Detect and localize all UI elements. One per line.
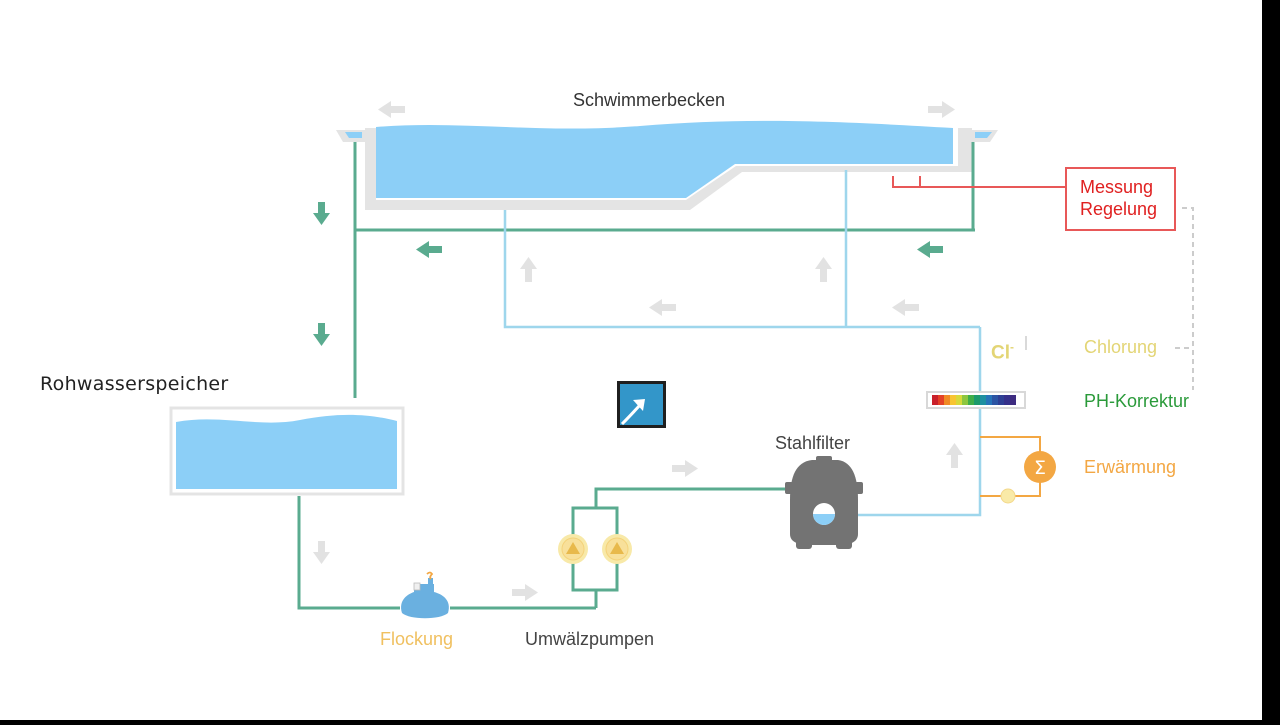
circulation-pump-left bbox=[558, 534, 588, 564]
flow-arrows-active bbox=[313, 202, 943, 346]
pool-water bbox=[376, 120, 953, 198]
heating-loop bbox=[980, 436, 1041, 497]
arrow-left-icon bbox=[378, 101, 405, 118]
arrow-down-icon bbox=[313, 323, 330, 346]
arrow-right-icon bbox=[512, 584, 538, 601]
pool-label: Schwimmerbecken bbox=[573, 90, 726, 110]
canvas-background bbox=[0, 0, 1262, 720]
arrow-right-icon bbox=[672, 460, 698, 477]
sigma-icon: Σ bbox=[1034, 457, 1046, 479]
measurement-lines bbox=[892, 167, 1176, 231]
dosing-control-line bbox=[1182, 207, 1194, 390]
flocculation-vessel bbox=[401, 571, 449, 619]
arrow-left-icon bbox=[416, 241, 442, 258]
chloride-symbol: Cl- bbox=[991, 340, 1014, 364]
supply-lines bbox=[503, 170, 982, 517]
circulation-pumps-label: Umwälzpumpen bbox=[525, 629, 655, 649]
circulation-pump-right bbox=[602, 534, 632, 564]
measurement-label: Messung bbox=[1080, 177, 1154, 197]
chloride-charge: - bbox=[1010, 340, 1014, 354]
chlorination-label: Chlorung bbox=[1084, 337, 1158, 357]
heat-exchanger bbox=[1024, 451, 1056, 483]
pool-basin bbox=[336, 120, 998, 210]
chloride-symbol-text: Cl bbox=[991, 342, 1010, 364]
arrow-left-icon bbox=[892, 299, 919, 316]
flocculation-label: Flockung bbox=[380, 629, 454, 649]
arrow-left-icon bbox=[649, 299, 676, 316]
arrow-up-icon bbox=[946, 443, 963, 468]
arrow-up-right-icon[interactable] bbox=[617, 381, 666, 428]
flow-arrows-inactive bbox=[313, 101, 963, 601]
arrow-right-icon bbox=[928, 101, 955, 118]
ph-scale-bar bbox=[926, 391, 1026, 409]
arrow-down-icon bbox=[313, 541, 330, 564]
arrow-down-icon bbox=[313, 202, 330, 225]
steel-filter bbox=[785, 456, 863, 549]
heating-label: Erwärmung bbox=[1084, 457, 1177, 477]
arrow-up-icon bbox=[815, 257, 832, 282]
arrow-left-icon bbox=[917, 241, 943, 258]
raw-water-tank bbox=[169, 406, 405, 496]
heating-pump bbox=[1000, 488, 1016, 504]
steel-filter-label: Stahlfilter bbox=[775, 433, 851, 453]
arrow-up-icon bbox=[520, 257, 537, 282]
ph-correction-label: PH-Korrektur bbox=[1084, 391, 1190, 411]
raw-water-tank-label: Rohwasserspeicher bbox=[40, 373, 229, 395]
control-label: Regelung bbox=[1080, 199, 1158, 219]
